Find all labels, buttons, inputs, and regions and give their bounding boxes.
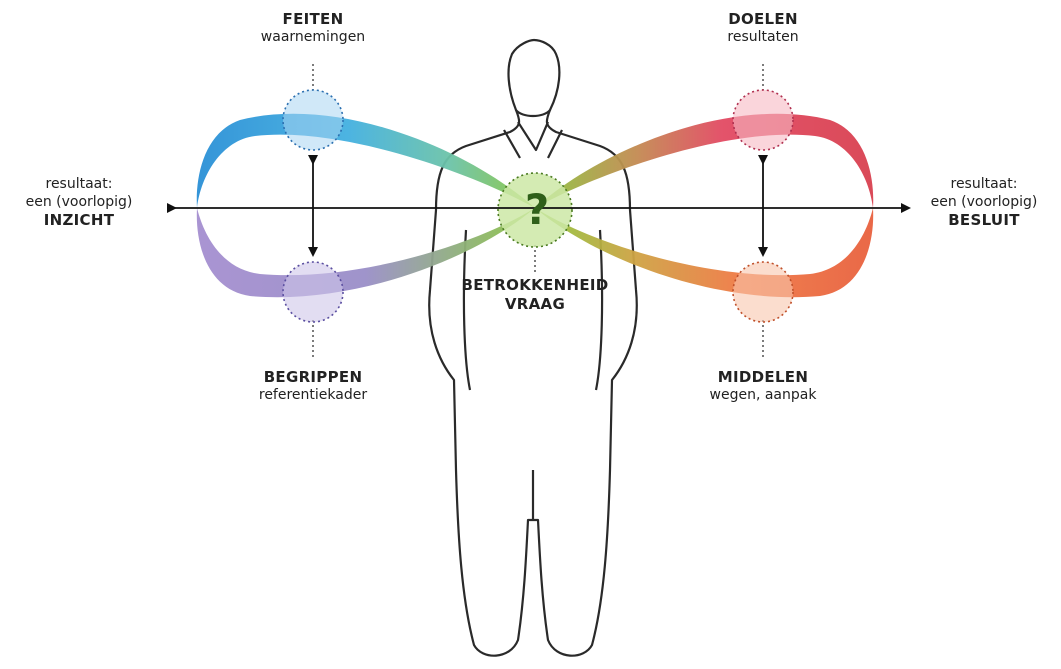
label-begrippen: BEGRIPPEN referentiekader: [228, 368, 398, 404]
begrippen-title: BEGRIPPEN: [228, 368, 398, 387]
label-inzicht: resultaat: een (voorlopig) INZICHT: [4, 176, 154, 230]
person-head: [509, 40, 560, 116]
besluit-line2: een (voorlopig): [910, 194, 1058, 212]
doelen-subtitle: resultaten: [693, 29, 833, 47]
feiten-subtitle: waarnemingen: [243, 29, 383, 47]
besluit-title: BESLUIT: [910, 211, 1058, 230]
node-feiten: [283, 90, 343, 150]
node-doelen: [733, 90, 793, 150]
question-mark: ?: [525, 185, 549, 234]
node-begrippen: [283, 262, 343, 322]
label-center: BETROKKENHEID VRAAG: [445, 276, 625, 314]
center-title: BETROKKENHEID: [445, 276, 625, 295]
begrippen-subtitle: referentiekader: [228, 387, 398, 405]
besluit-line1: resultaat:: [910, 176, 1058, 194]
person-silhouette: [429, 40, 637, 656]
feiten-title: FEITEN: [243, 10, 383, 29]
center-subtitle: VRAAG: [445, 295, 625, 314]
label-doelen: DOELEN resultaten: [693, 10, 833, 46]
inzicht-line2: een (voorlopig): [4, 194, 154, 212]
middelen-subtitle: wegen, aanpak: [688, 387, 838, 405]
middelen-title: MIDDELEN: [688, 368, 838, 387]
inzicht-title: INZICHT: [4, 211, 154, 230]
label-feiten: FEITEN waarnemingen: [243, 10, 383, 46]
label-besluit: resultaat: een (voorlopig) BESLUIT: [910, 176, 1058, 230]
inzicht-line1: resultaat:: [4, 176, 154, 194]
node-middelen: [733, 262, 793, 322]
label-middelen: MIDDELEN wegen, aanpak: [688, 368, 838, 404]
doelen-title: DOELEN: [693, 10, 833, 29]
